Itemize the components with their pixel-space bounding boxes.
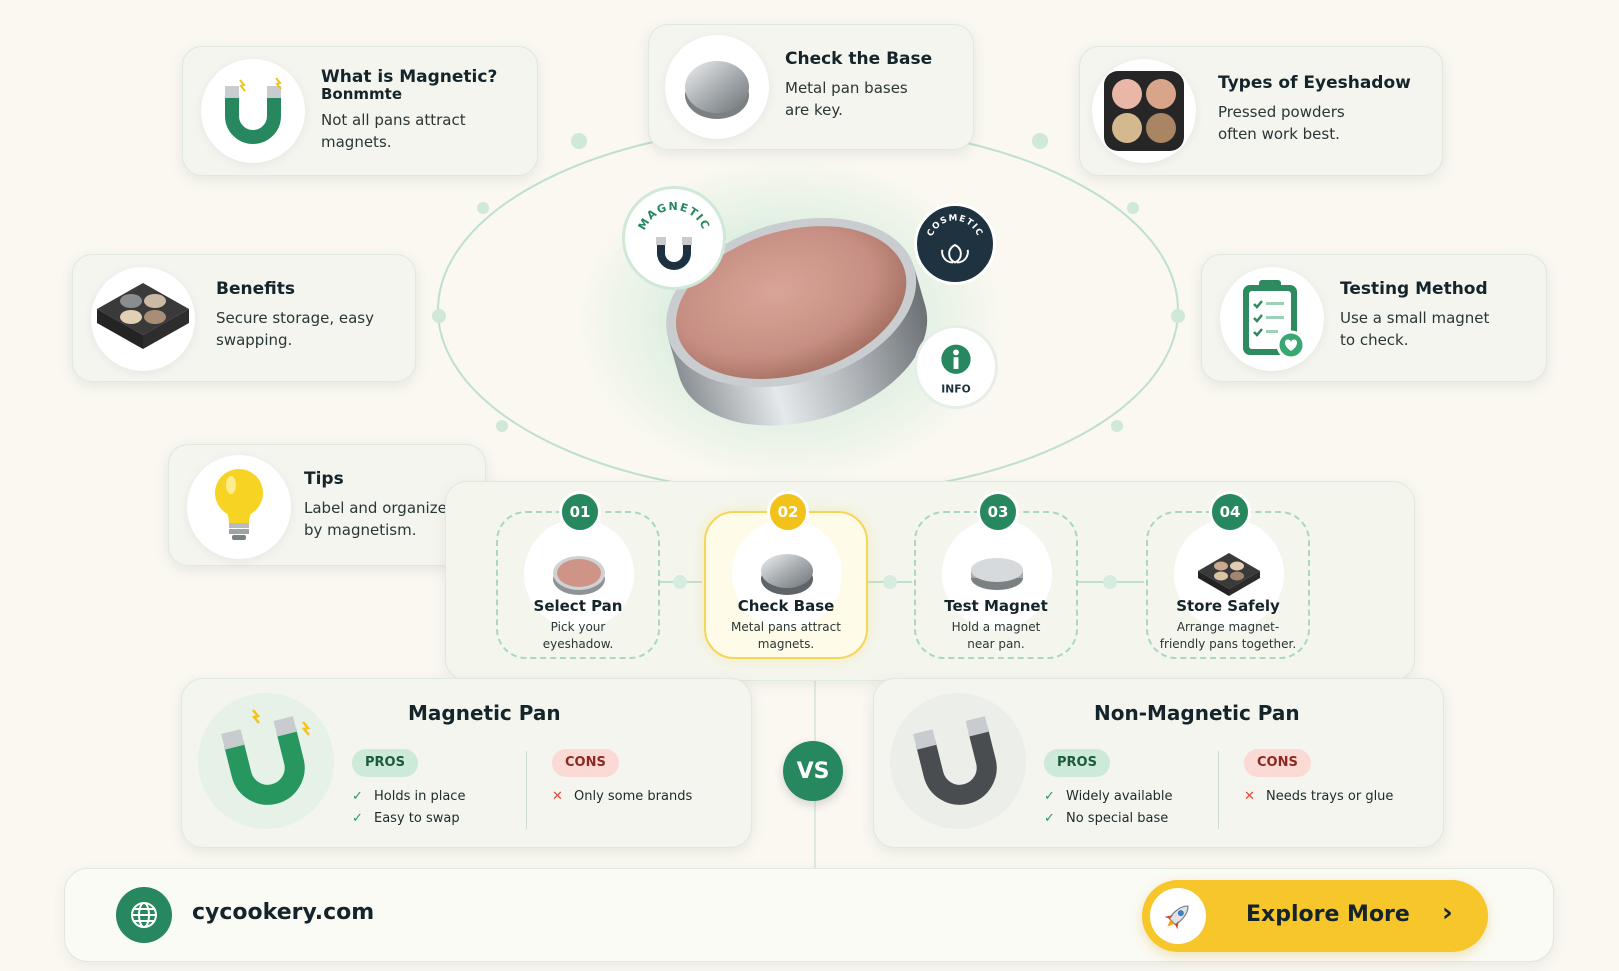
flat-pan-icon	[942, 519, 1052, 629]
card-description: Label and organize by magnetism.	[304, 499, 447, 539]
card-what-is-magnetic: What is Magnetic? Bonmmte Not all pans a…	[182, 46, 538, 176]
card-title: Tips	[304, 469, 344, 489]
site-link[interactable]: cycookery.com	[192, 900, 375, 925]
check-icon: ✓	[1044, 789, 1055, 804]
step-number: 04	[1209, 491, 1251, 533]
vs-badge: VS	[783, 741, 843, 801]
eyeshadow-palette-icon	[1092, 59, 1196, 163]
pro-item: ✓Widely available	[1044, 789, 1173, 804]
step-description: Pick your eyeshadow.	[542, 620, 614, 651]
non-magnetic-pan-title: Non-Magnetic Pan	[1094, 701, 1300, 725]
cons-label: CONS	[552, 749, 619, 777]
step-title: Check Base	[737, 597, 835, 615]
cross-icon: ✕	[552, 789, 563, 804]
globe-icon	[116, 887, 172, 943]
dark-palette-icon	[91, 267, 195, 371]
horseshoe-magnet-icon	[201, 59, 305, 163]
step-test-magnet[interactable]: 03 Test Magnet Hold a magnet near pan.	[914, 491, 1078, 659]
cons-label: CONS	[1244, 749, 1311, 777]
clipboard-check-icon	[1220, 267, 1324, 371]
card-title: Testing Method	[1340, 279, 1488, 299]
cosmetic-badge-label: COSMETIC	[926, 213, 984, 238]
step-description: Metal pans attract magnets.	[731, 620, 841, 651]
card-benefits: Benefits Secure storage, easy swapping.	[72, 254, 416, 382]
card-title: Types of Eyeshadow	[1218, 73, 1411, 93]
step-number: 03	[977, 491, 1019, 533]
card-description: Pressed powders often work best.	[1218, 103, 1345, 143]
step-title: Store Safely	[1176, 597, 1280, 615]
card-title-overlap: Bonmmte	[321, 85, 403, 103]
step-description: Hold a magnet near pan.	[951, 620, 1041, 651]
card-testing-method: Testing Method Use a small magnet to che…	[1201, 254, 1547, 382]
pros-label: PROS	[352, 749, 418, 777]
pink-pan-icon	[524, 519, 634, 629]
con-item: ✕Needs trays or glue	[1244, 789, 1394, 804]
info-badge: INFO	[914, 325, 998, 409]
step-description: Arrange magnet-friendly pans together.	[1159, 620, 1297, 651]
explore-more-label: Explore More	[1246, 902, 1410, 927]
rocket-icon	[1150, 888, 1206, 944]
card-check-the-base: Check the Base Metal pan bases are key.	[648, 24, 974, 150]
eyeshadow-pan-icon	[666, 217, 928, 426]
magnetic-badge-label: MAGNETIC	[635, 200, 711, 232]
card-title: Check the Base	[785, 49, 933, 69]
lightbulb-icon	[187, 455, 291, 559]
step-select-pan[interactable]: 01 Select Pan Pick your eyeshadow.	[496, 491, 660, 659]
step-store-safely[interactable]: 04 Store Safely Arrange magnet-friendly …	[1146, 491, 1310, 659]
magnetic-badge: MAGNETIC	[622, 186, 726, 290]
card-title: Benefits	[216, 279, 295, 299]
chevron-right-icon: ›	[1442, 898, 1453, 928]
palette-icon	[1174, 519, 1284, 629]
pro-item: ✓Holds in place	[352, 789, 466, 804]
step-title: Select Pan	[533, 597, 623, 615]
card-description: Use a small magnet to check.	[1340, 309, 1490, 349]
card-types-of-eyeshadow: Types of Eyeshadow Pressed powders often…	[1079, 46, 1443, 176]
card-tips: Tips Label and organize by magnetism.	[168, 444, 486, 566]
svg-text:COSMETIC: COSMETIC	[926, 213, 985, 238]
metal-pan-icon	[732, 519, 842, 629]
pro-item: ✓Easy to swap	[352, 811, 460, 826]
metal-pan-icon	[665, 35, 769, 139]
pros-label: PROS	[1044, 749, 1110, 777]
step-check-base[interactable]: 02 Check Base Metal pans attract magnets…	[704, 491, 868, 659]
magnetic-pan-title: Magnetic Pan	[408, 701, 561, 725]
check-icon: ✓	[1044, 811, 1055, 826]
card-description: Secure storage, easy swapping.	[216, 309, 374, 349]
svg-text:MAGNETIC: MAGNETIC	[635, 200, 712, 232]
check-icon: ✓	[352, 789, 363, 804]
step-title: Test Magnet	[944, 597, 1048, 615]
non-magnetic-pan-card: Non-Magnetic Pan PROS CONS ✓Widely avail…	[873, 678, 1444, 848]
cosmetic-badge: COSMETIC	[914, 203, 996, 285]
step-number: 01	[559, 491, 601, 533]
card-title: What is Magnetic?	[321, 67, 498, 87]
divider	[526, 751, 527, 829]
info-badge-label: INFO	[941, 382, 970, 395]
step-number: 02	[767, 491, 809, 533]
magnetic-pan-card: Magnetic Pan PROS CONS ✓Holds in place ✓…	[181, 678, 752, 848]
green-magnet-icon	[198, 693, 334, 829]
gray-magnet-icon	[890, 693, 1026, 829]
card-description: Metal pan bases are key.	[785, 79, 908, 119]
cross-icon: ✕	[1244, 789, 1255, 804]
con-item: ✕Only some brands	[552, 789, 693, 804]
pro-item: ✓No special base	[1044, 811, 1169, 826]
divider	[1218, 751, 1219, 829]
card-description: Not all pans attract magnets.	[321, 111, 466, 151]
check-icon: ✓	[352, 811, 363, 826]
explore-more-button[interactable]: Explore More ›	[1142, 880, 1488, 952]
